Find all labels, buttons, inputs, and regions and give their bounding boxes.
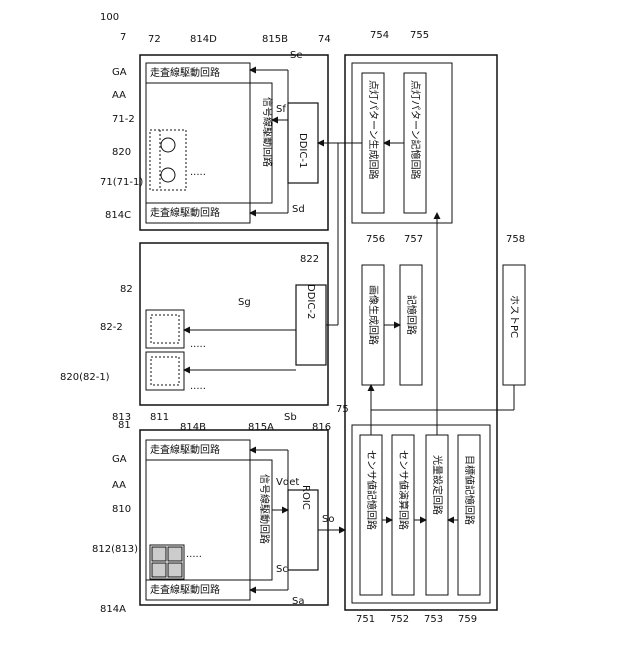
bot-gate-driver-a: 走査線駆動回路: [150, 443, 220, 456]
block-ref-757: 757: [404, 234, 423, 245]
block-text-756: 画像生成回路: [367, 285, 380, 345]
block-ref-753: 753: [424, 614, 443, 625]
block-text-752: センサ値演算回路: [397, 450, 410, 530]
block-text-753: 光量設定回路: [431, 455, 444, 515]
block-text-758: ホストPC: [508, 295, 520, 338]
panel-top-label-71: 71(71-1): [100, 177, 143, 188]
block-text-757: 記憶回路: [405, 295, 418, 335]
panel-mid-label-820: 820(82-1): [60, 372, 110, 383]
block-ref-755: 755: [410, 30, 429, 41]
signal-sc: Sc: [276, 564, 288, 575]
panel-top-sig-ref: 815B: [262, 34, 288, 45]
fig-ref-7: 7: [120, 32, 126, 43]
panel-mid-label-82-2: 82-2: [100, 322, 123, 333]
panel-top-label-ga: GA: [112, 67, 127, 78]
bot-gate-driver-b: 走査線駆動回路: [150, 583, 220, 596]
panel-bot-label-810: 810: [112, 504, 131, 515]
signal-sa: Sa: [292, 596, 304, 607]
roic-label: ROIC: [300, 485, 311, 510]
signal-sd: Sd: [292, 204, 305, 215]
block-text-751: センサ値記憶回路: [365, 450, 378, 530]
panel-bot-ref-815a: 815A: [248, 422, 274, 433]
bot-signal-driver: 信号線駆動回路: [258, 474, 271, 544]
controller-blocks: [318, 73, 525, 595]
panel-bot-label-aa: AA: [112, 480, 126, 491]
ddic2-label: DDIC-2: [305, 284, 316, 319]
block-ref-752: 752: [390, 614, 409, 625]
signal-vdet: Vdet: [276, 477, 299, 488]
svg-text:·····: ·····: [190, 170, 206, 181]
panel-top-label-aa: AA: [112, 90, 126, 101]
panel-top-label-814d: 814D: [190, 34, 217, 45]
panel-bot-ref-816: 816: [312, 422, 331, 433]
panel-top-label-71-2: 71-2: [112, 114, 135, 125]
top-gate-driver-a: 走査線駆動回路: [150, 66, 220, 79]
panel-mid-ref: 82: [120, 284, 133, 295]
panel-top-ref: 72: [148, 34, 161, 45]
panel-top-label-820: 820: [112, 147, 131, 158]
panel-bot: ·····: [140, 430, 345, 605]
panel-top-ic-ref: 74: [318, 34, 331, 45]
fig-ref-100: 100: [100, 12, 119, 23]
panel-mid: ····· ·····: [140, 243, 328, 405]
block-text-759: 目標値記憶回路: [463, 455, 476, 525]
ddic1-label: DDIC-1: [297, 133, 308, 168]
panel-bot-label-ga: GA: [112, 454, 127, 465]
block-ref-758: 758: [506, 234, 525, 245]
panel-bot-label-812: 812(813): [92, 544, 138, 555]
block-ref-754: 754: [370, 30, 389, 41]
panel-bot-ref: 81: [118, 420, 131, 431]
svg-text:·····: ·····: [186, 552, 202, 563]
panel-bot-ref-sb: Sb: [284, 412, 297, 423]
panel-bot-ref-811: 811: [150, 412, 169, 423]
top-gate-driver-b: 走査線駆動回路: [150, 206, 220, 219]
block-text-755: 点灯パターン記憶回路: [409, 80, 422, 180]
signal-sg: Sg: [238, 297, 251, 308]
panel-top-label-814c: 814C: [105, 210, 131, 221]
block-text-754: 点灯パターン生成回路: [367, 80, 380, 180]
signal-sf: Sf: [276, 104, 286, 115]
block-ref-759: 759: [458, 614, 477, 625]
panel-bot-ref-814b: 814B: [180, 422, 206, 433]
controller-ref: 75: [336, 404, 349, 415]
svg-text:·····: ·····: [190, 384, 206, 395]
signal-se: Se: [290, 50, 303, 61]
panel-bot-label-814a: 814A: [100, 604, 126, 615]
block-ref-751: 751: [356, 614, 375, 625]
top-signal-driver: 信号線駆動回路: [261, 97, 274, 167]
signal-so: So: [322, 514, 334, 525]
block-ref-756: 756: [366, 234, 385, 245]
svg-text:·····: ·····: [190, 342, 206, 353]
panel-mid-ic-ref: 822: [300, 254, 319, 265]
